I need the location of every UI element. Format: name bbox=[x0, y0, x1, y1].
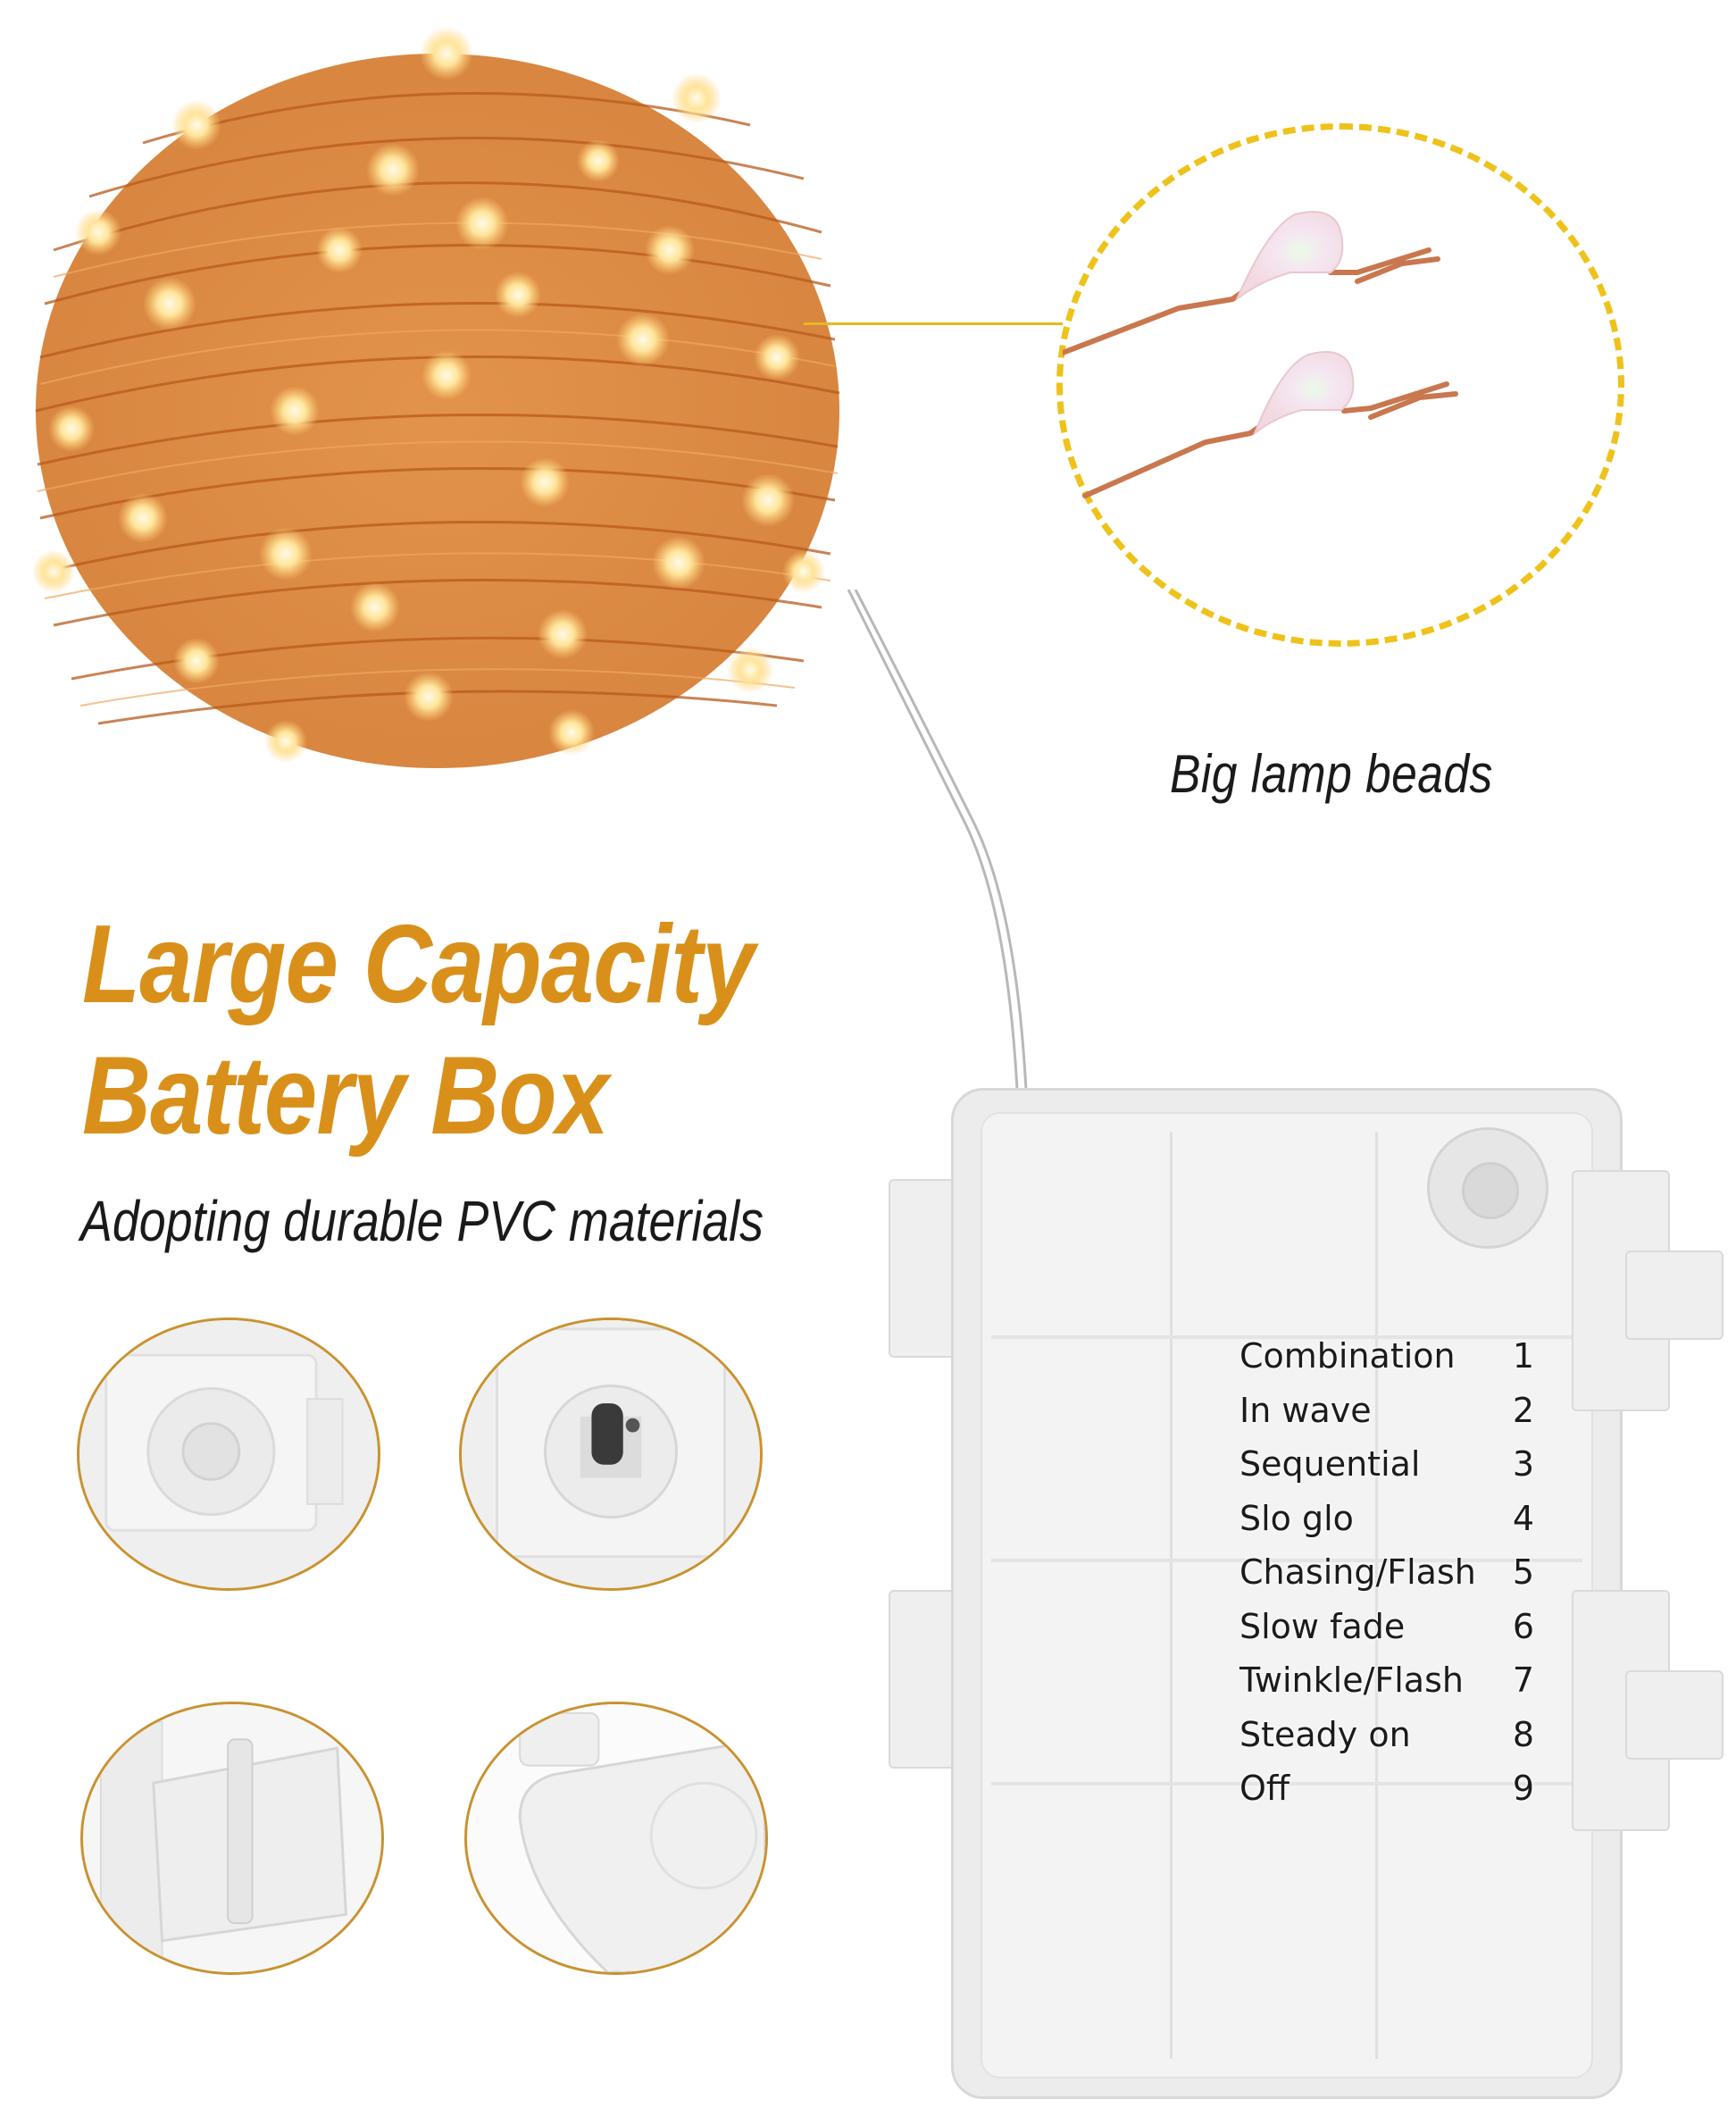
mode-number: 2 bbox=[1512, 1390, 1534, 1430]
feature-heading-line2: Battery Box bbox=[82, 1034, 609, 1158]
mode-power-button[interactable] bbox=[1427, 1127, 1548, 1249]
compartment-divider bbox=[991, 1335, 1582, 1339]
mode-row: Slow fade 6 bbox=[1239, 1600, 1534, 1654]
fairy-light-coil-image bbox=[18, 18, 857, 786]
mode-label: In wave bbox=[1239, 1390, 1372, 1430]
connecting-wire bbox=[839, 589, 1072, 1108]
mode-number: 1 bbox=[1512, 1336, 1534, 1376]
compartment-divider bbox=[991, 1559, 1582, 1562]
mode-number: 4 bbox=[1512, 1498, 1534, 1538]
mode-number: 3 bbox=[1512, 1444, 1534, 1484]
battery-box bbox=[951, 1088, 1623, 2099]
copper-wire-coil-icon bbox=[32, 27, 840, 768]
mode-label: Steady on bbox=[1239, 1714, 1411, 1754]
detail-power-button-closeup bbox=[77, 1318, 380, 1591]
mode-label: Off bbox=[1239, 1769, 1290, 1808]
mode-row: Steady on 8 bbox=[1239, 1708, 1534, 1762]
right-latch-upper-tab bbox=[1625, 1251, 1723, 1340]
mode-row: Chasing/Flash 5 bbox=[1239, 1545, 1534, 1600]
switch-stem-icon bbox=[462, 1320, 760, 1588]
detail-latch-clip-closeup bbox=[80, 1702, 384, 1975]
mode-number: 9 bbox=[1512, 1769, 1534, 1808]
mode-number: 6 bbox=[1512, 1606, 1534, 1646]
mode-label: Slow fade bbox=[1239, 1606, 1406, 1646]
mode-row: Off 9 bbox=[1239, 1761, 1534, 1816]
mode-row: In wave 2 bbox=[1239, 1384, 1534, 1438]
battery-box-lid bbox=[981, 1112, 1593, 2079]
mode-label: Twinkle/Flash bbox=[1239, 1660, 1464, 1700]
mode-label: Slo glo bbox=[1239, 1498, 1354, 1538]
mode-row: Twinkle/Flash 7 bbox=[1239, 1653, 1534, 1708]
mode-label: Sequential bbox=[1239, 1444, 1421, 1484]
lamp-beads-caption: Big lamp beads bbox=[1170, 744, 1493, 804]
detail-switch-stem-closeup bbox=[459, 1318, 763, 1591]
feature-subheading: Adopting durable PVC materials bbox=[80, 1189, 764, 1253]
detail-case-corner-closeup bbox=[464, 1702, 768, 1975]
mode-number: 7 bbox=[1512, 1660, 1534, 1700]
power-button-icon bbox=[1462, 1162, 1519, 1219]
lamp-bead-closeup-circle bbox=[1056, 123, 1624, 647]
mode-number: 5 bbox=[1512, 1552, 1534, 1592]
compartment-divider bbox=[991, 1782, 1582, 1786]
latch-clip-icon bbox=[83, 1704, 381, 1972]
lamp-bead-icon bbox=[1063, 211, 1458, 498]
callout-leader-line bbox=[804, 322, 1063, 325]
mode-label: Chasing/Flash bbox=[1239, 1552, 1476, 1592]
compartment-divider bbox=[1375, 1132, 1378, 2059]
wire-icon bbox=[847, 589, 1029, 1108]
power-button-icon bbox=[79, 1320, 378, 1588]
mode-row: Slo glo 4 bbox=[1239, 1492, 1534, 1546]
mode-row: Sequential 3 bbox=[1239, 1437, 1534, 1492]
mode-list: Combination 1 In wave 2 Sequential 3 Slo… bbox=[1239, 1329, 1534, 1816]
feature-heading-line1: Large Capacity bbox=[82, 903, 755, 1026]
mode-number: 8 bbox=[1512, 1714, 1534, 1754]
mode-row: Combination 1 bbox=[1239, 1329, 1534, 1384]
compartment-divider bbox=[1170, 1132, 1173, 2059]
case-corner-icon bbox=[467, 1704, 765, 1972]
mode-label: Combination bbox=[1239, 1336, 1456, 1376]
right-latch-lower-tab bbox=[1625, 1670, 1723, 1760]
